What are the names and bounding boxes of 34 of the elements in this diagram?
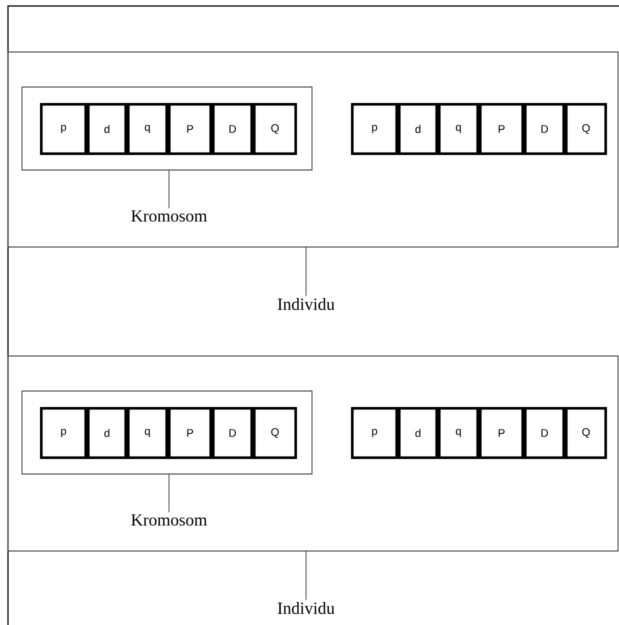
gene-cell: P	[479, 407, 524, 459]
gene-cell: P	[479, 103, 524, 156]
gene-cell: P	[168, 407, 212, 459]
gene-cell: p	[40, 103, 87, 156]
individual-box	[8, 356, 618, 552]
gene-cell: D	[212, 103, 253, 156]
individual-box	[8, 52, 618, 248]
label-text: Individu	[278, 602, 334, 614]
gene-cell: Q	[253, 407, 297, 459]
gene-cell: P	[168, 103, 212, 156]
gene-cell: p	[351, 407, 398, 459]
chromosome-box	[22, 86, 312, 170]
gene-cell: D	[524, 103, 565, 156]
gene-cell: p	[351, 103, 398, 156]
gene-cell: Q	[565, 407, 607, 459]
label-text: Kromosom	[131, 514, 207, 526]
gene-cell: d	[87, 407, 127, 459]
gene-cell: Q	[253, 103, 297, 156]
leader-line	[168, 170, 170, 209]
label-text: Individu	[278, 298, 334, 310]
gene-cell: q	[127, 103, 168, 156]
gene-cell: d	[398, 407, 438, 459]
gene-cell: Q	[565, 103, 607, 156]
leader-line	[168, 474, 170, 513]
gene-cell: q	[438, 103, 479, 156]
gene-cell: d	[398, 103, 438, 156]
label-text: Kromosom	[131, 210, 207, 222]
gene-cell: D	[524, 407, 565, 459]
gene-cell: p	[40, 407, 87, 459]
gene-cell: d	[87, 103, 127, 156]
gene-cell: q	[438, 407, 479, 459]
gene-cell: D	[212, 407, 253, 459]
gene-cell: q	[127, 407, 168, 459]
chromosome-box	[22, 390, 312, 474]
